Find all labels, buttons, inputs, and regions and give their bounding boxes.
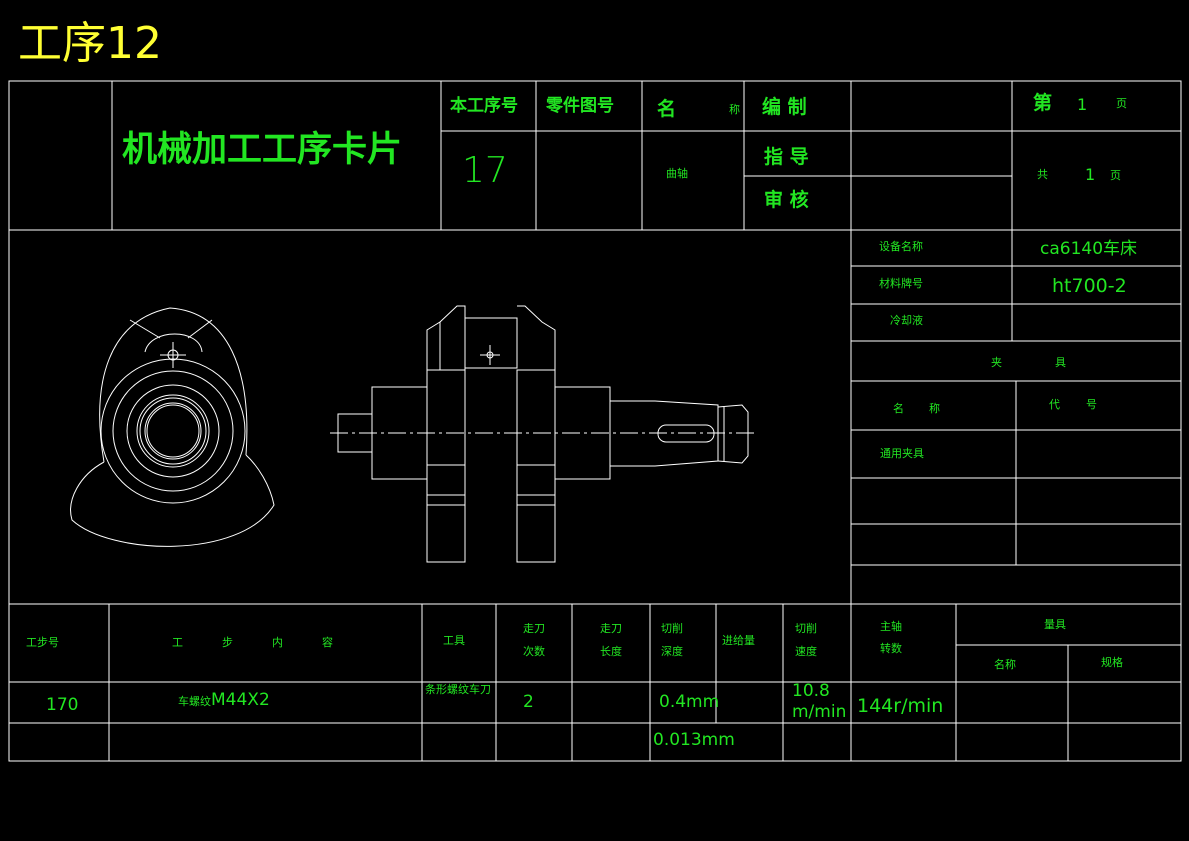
- row-content-value: M44X2: [211, 690, 270, 710]
- col-length-2: 长度: [600, 645, 622, 658]
- col-spindle-2: 转数: [880, 642, 902, 655]
- review-label: 审 核: [764, 189, 809, 211]
- name-label-2: 称: [729, 103, 740, 116]
- material-value: ht700-2: [1052, 275, 1127, 297]
- total-label-1: 共: [1037, 168, 1048, 181]
- row-passes: 2: [523, 692, 534, 712]
- prepared-label: 编 制: [762, 96, 807, 118]
- col-step-no: 工步号: [26, 636, 59, 649]
- col-gauge-spec: 规格: [1101, 656, 1123, 669]
- fixture-label-1: 夹: [991, 356, 1002, 369]
- page-num: 1: [1077, 95, 1088, 114]
- row-depth: 0.4mm: [659, 692, 720, 712]
- equipment-label: 设备名称: [879, 240, 923, 253]
- crankshaft-side-view: [330, 305, 755, 563]
- coolant-label: 冷却液: [890, 314, 923, 327]
- page-title: 工序12: [18, 18, 162, 69]
- col-spindle-1: 主轴: [880, 620, 902, 633]
- fixture-code-label-1: 代: [1049, 398, 1060, 411]
- name-label-1: 名: [657, 98, 677, 120]
- col-depth-2: 深度: [661, 645, 683, 658]
- col-length-1: 走刀: [600, 622, 622, 635]
- col-gauge: 量具: [1044, 618, 1066, 631]
- col-gauge-name: 名称: [994, 658, 1016, 671]
- equipment-value: ca6140车床: [1040, 239, 1138, 259]
- row-speed-1: 10.8: [792, 681, 830, 701]
- table-grid: [8, 80, 1182, 762]
- col-content-1: 工: [172, 636, 183, 649]
- fixture-label-2: 具: [1055, 356, 1066, 369]
- col-content-4: 容: [322, 636, 333, 649]
- col-passes-1: 走刀: [523, 622, 545, 635]
- total-label-2: 页: [1110, 169, 1121, 182]
- col-speed-2: 速度: [795, 645, 817, 658]
- col-speed-1: 切削: [795, 622, 817, 635]
- page-label-2: 页: [1116, 97, 1127, 110]
- guide-label: 指 导: [764, 146, 809, 168]
- col-content-2: 步: [222, 636, 233, 649]
- op-no-label: 本工序号: [450, 96, 518, 116]
- name-value: 曲轴: [666, 167, 688, 180]
- fixture-general: 通用夹具: [880, 447, 924, 460]
- fixture-name-label-2: 称: [929, 402, 940, 415]
- col-feed: 进给量: [722, 634, 755, 647]
- part-drawing-label: 零件图号: [546, 96, 614, 116]
- op-no-value: 17: [462, 150, 508, 191]
- col-passes-2: 次数: [523, 645, 545, 658]
- row-tool: 条形螺纹车刀: [425, 683, 491, 696]
- card-title: 机械加工工序卡片: [122, 130, 403, 170]
- row-feed-extra: 0.013mm: [653, 730, 735, 750]
- material-label: 材料牌号: [879, 277, 923, 290]
- col-content-3: 内: [272, 636, 283, 649]
- total-num: 1: [1085, 165, 1096, 184]
- row-speed-2: m/min: [792, 702, 847, 722]
- row-content-prefix: 车螺纹: [178, 695, 211, 708]
- col-tool: 工具: [443, 634, 465, 647]
- page-label-1: 第: [1033, 92, 1053, 114]
- crank-end-view: [70, 307, 275, 547]
- fixture-code-label-2: 号: [1086, 398, 1097, 411]
- col-depth-1: 切削: [661, 622, 683, 635]
- fixture-name-label-1: 名: [893, 402, 904, 415]
- row-spindle: 144r/min: [857, 695, 944, 717]
- row-step-no: 170: [46, 695, 79, 715]
